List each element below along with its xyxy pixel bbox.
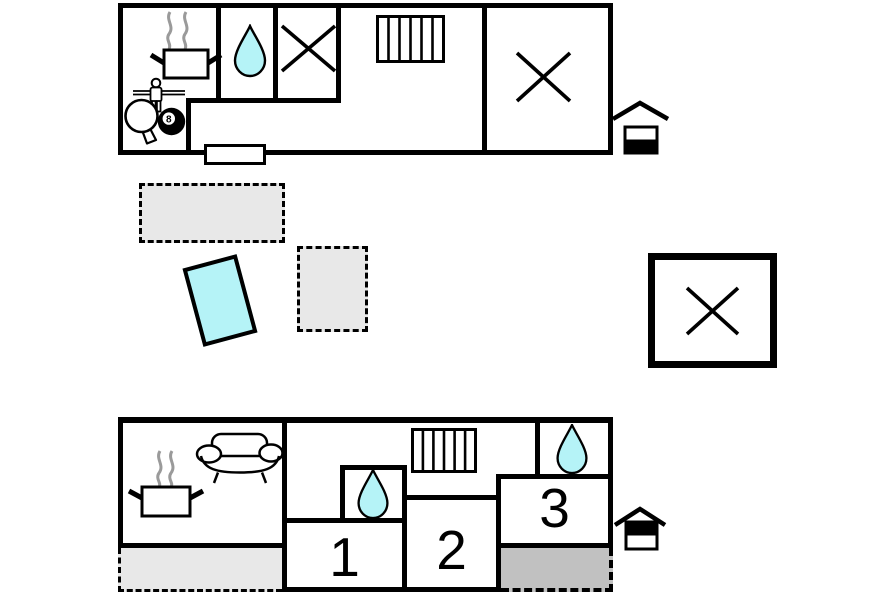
billiard-ball-icon: 8	[157, 107, 186, 136]
terrace-upper-1	[139, 183, 285, 243]
interior-wall	[336, 8, 341, 103]
steam-icon	[156, 450, 163, 488]
interior-wall	[535, 417, 540, 478]
interior-wall	[496, 474, 501, 592]
outer-wall-left	[118, 3, 123, 155]
outer-wall-bottom	[496, 543, 613, 548]
steam-icon	[166, 11, 173, 50]
cooking-pot-icon	[127, 450, 205, 518]
interior-wall	[402, 465, 407, 592]
outer-wall-left	[118, 417, 123, 548]
outer-wall-top	[118, 417, 613, 423]
interior-wall	[482, 8, 487, 150]
x-mark-icon	[515, 51, 572, 103]
terrace-upper-2	[297, 246, 368, 332]
pool-area	[182, 254, 258, 347]
billiard-ball-number: 8	[166, 114, 172, 125]
outer-wall-top	[118, 3, 613, 8]
sofa-icon	[195, 432, 284, 484]
x-mark-icon	[280, 24, 337, 73]
x-mark-icon	[685, 286, 740, 336]
outer-wall-bottom	[118, 543, 282, 548]
interior-wall	[282, 417, 287, 592]
outer-wall-bottom	[118, 150, 613, 155]
steam-icon	[168, 450, 175, 488]
water-drop-icon	[233, 24, 267, 78]
entrance-door	[204, 144, 266, 165]
stairs-icon	[411, 428, 477, 473]
interior-wall	[402, 495, 501, 500]
house-level-indicator-icon	[611, 100, 670, 155]
outer-wall-right	[608, 3, 613, 155]
stairs-icon	[376, 15, 445, 63]
room-3-label: 3	[539, 477, 570, 539]
interior-wall	[273, 8, 278, 103]
outer-wall-right	[608, 417, 613, 548]
steam-icon	[182, 11, 189, 50]
interior-wall	[340, 465, 407, 470]
interior-wall	[282, 518, 407, 523]
interior-wall	[340, 465, 345, 523]
table-tennis-paddle-icon	[124, 98, 159, 145]
outbuilding	[648, 253, 777, 368]
interior-wall	[496, 474, 613, 479]
interior-wall	[186, 98, 341, 103]
interior-wall	[186, 98, 191, 155]
terrace-lower-left	[118, 548, 282, 592]
water-drop-icon	[357, 469, 389, 519]
water-drop-icon	[556, 424, 588, 474]
cooking-pot-icon	[149, 11, 223, 80]
room-2-label: 2	[436, 519, 467, 581]
outer-wall-bottom	[282, 587, 501, 592]
house-level-indicator-icon	[613, 506, 667, 551]
terrace-lower-right	[501, 548, 613, 592]
room-1-label: 1	[329, 526, 360, 588]
